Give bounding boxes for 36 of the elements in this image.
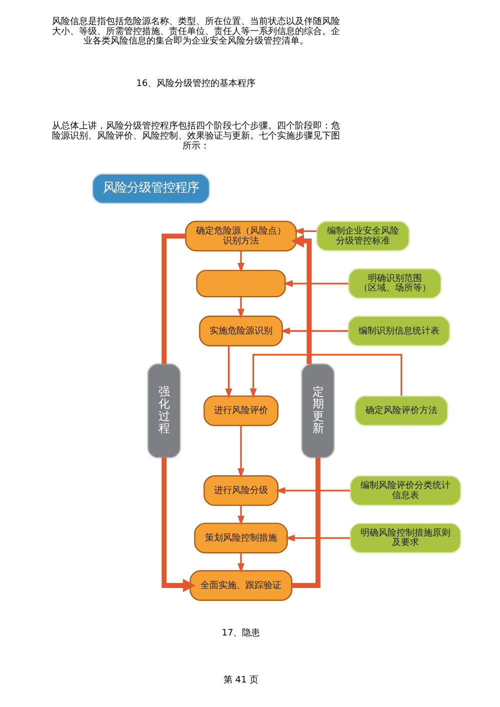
arrow [282, 280, 348, 287]
arrow [162, 457, 196, 592]
label: 17、隐患 [222, 628, 260, 638]
arrow [284, 534, 350, 542]
arrow [280, 328, 348, 334]
node-box: 确定风险评价方法 [354, 395, 448, 426]
arrow [238, 552, 244, 574]
node-box: 风险分级管控程序 [92, 173, 210, 204]
node-box: 策划风险控制措施 [194, 522, 288, 554]
arrow [238, 296, 244, 319]
arrow [291, 234, 312, 364]
label: 风险信息是指包括危险源名称、类型、所在位置、当前状态以及伴随风险大小、等级、所需管控措施、责任单位、责任人等一系列信息的综合。企业各类风险信息的集合即为企业安全风险分级管控清单。 [52, 16, 340, 47]
node-box: 实施危险源识别 [199, 316, 283, 346]
label: 第 41 页 [223, 676, 259, 686]
arrow [250, 354, 402, 398]
arrow [275, 487, 350, 494]
node-box: 强化过程 [147, 363, 182, 458]
arrow [238, 505, 244, 526]
connector [292, 457, 320, 588]
node-box: 确定危险源（风险点）识别方法 [185, 220, 297, 252]
node-box: 编制风险评价分类统计信息表 [350, 475, 462, 506]
node-box [196, 270, 286, 298]
node-box: 编制识别信息统计表 [348, 316, 450, 346]
node-box: 明确识别范围（区域、场所等） [348, 268, 442, 299]
node-box: 全面实施、跟踪验证 [190, 570, 292, 601]
arrow [294, 228, 316, 235]
node-box: 进行风险分级 [204, 475, 278, 506]
arrow [238, 250, 244, 273]
node-box: 明确风险控制措施原则及要求 [350, 522, 462, 554]
node-box: 定期更新 [300, 363, 335, 458]
arrow [238, 426, 244, 478]
label: 16、风险分级管控的基本程序 [136, 79, 256, 90]
node-box: 编制企业安全风险分级管控标准 [316, 220, 410, 252]
arrow [225, 346, 232, 398]
node-box: 进行风险评价 [204, 395, 278, 426]
label: 从总体上讲，风险分级管控程序包括四个阶段七个步骤。四个阶段即：危险源识别、风险评价、风险控制、效果验证与更新。七个实施步骤见下图所示： [52, 122, 340, 152]
